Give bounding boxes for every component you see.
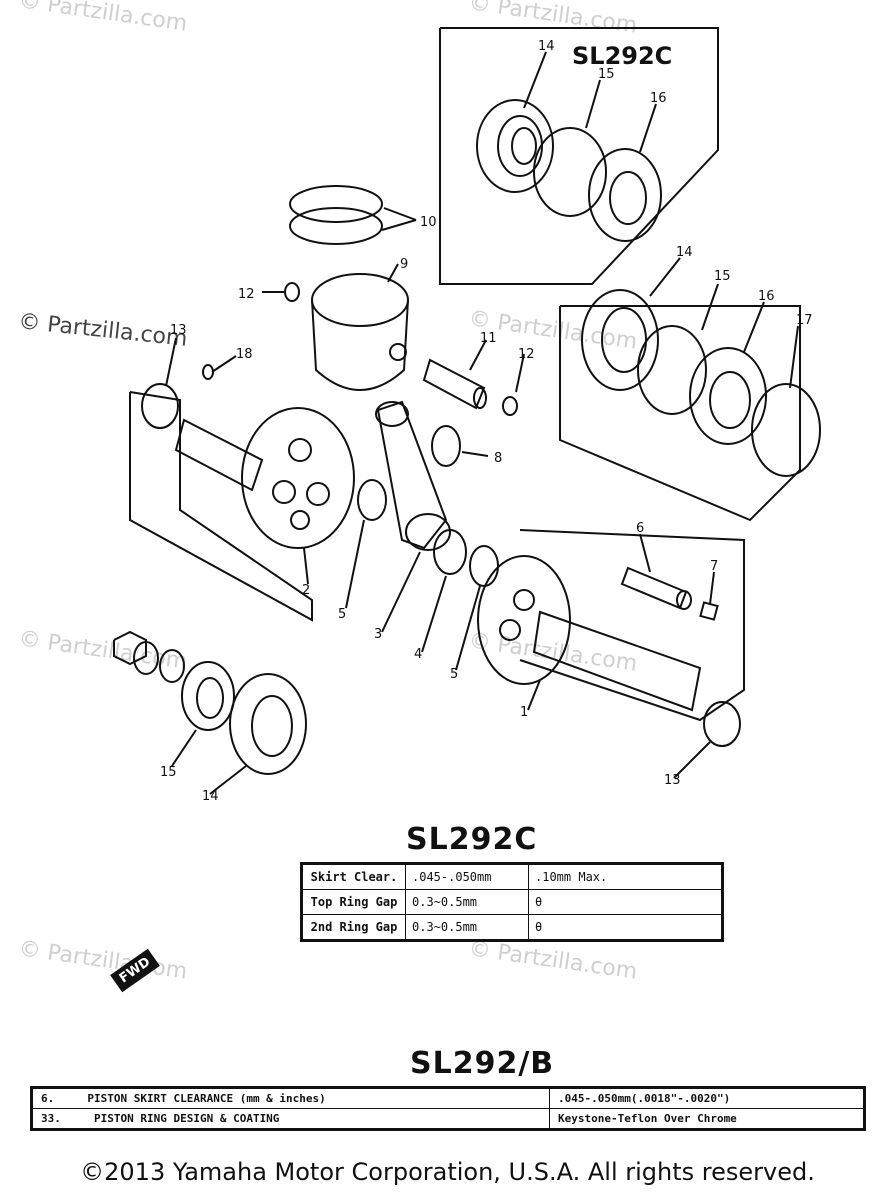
table-row: 6. PISTON SKIRT CLEARANCE (mm & inches) …: [31, 1087, 865, 1109]
spec-value: 0.3~0.5mm: [405, 914, 529, 941]
right-circlip: [637, 325, 707, 415]
big-end-bearing: [433, 529, 467, 575]
sl292c-spec-table: Skirt Clear. .045-.050mm .10mm Max. Top …: [300, 862, 724, 942]
piston-pin-clip-left: [284, 282, 300, 302]
left-crank-shaft: [174, 418, 264, 492]
right-crank-wheel: [477, 555, 571, 685]
right-bearing: [581, 289, 659, 391]
woodruff-key: [699, 601, 719, 621]
callout-9: 9: [400, 257, 408, 272]
callout-10: 10: [420, 215, 437, 230]
table-row: 33. PISTON RING DESIGN & COATING Keyston…: [31, 1108, 865, 1130]
lower-oil-seal: [181, 661, 235, 731]
spec-value: Keystone-Teflon Over Chrome: [549, 1108, 865, 1130]
callout-5: 5: [450, 667, 458, 682]
piston-ring-second: [289, 207, 383, 245]
small-end-bearing: [431, 425, 461, 467]
callout-3: 3: [374, 627, 382, 642]
inset-bearing: [476, 99, 554, 193]
left-crank-box: [129, 391, 313, 622]
callout-18: 18: [236, 347, 253, 362]
plain-washer: [159, 649, 185, 683]
spec-value: .045-.050mm(.0018"-.0020"): [549, 1087, 865, 1109]
lock-washer: [133, 641, 159, 675]
copyright-notice: ©2013 Yamaha Motor Corporation, U.S.A. A…: [80, 1158, 815, 1186]
spec-limit: θ: [528, 914, 723, 941]
spec-label: Skirt Clear.: [301, 863, 406, 890]
spec-label-text: PISTON RING DESIGN & COATING: [94, 1112, 280, 1125]
sl292b-spec-table: 6. PISTON SKIRT CLEARANCE (mm & inches) …: [30, 1086, 866, 1131]
inset-label: SL292C: [572, 42, 672, 70]
inset-box-outline: [439, 27, 719, 285]
left-shaft-shim: [141, 383, 179, 429]
spec-label: 2nd Ring Gap: [301, 914, 406, 941]
spec-value: 0.3~0.5mm: [405, 889, 529, 915]
callout-14: 14: [676, 245, 693, 260]
sl292b-title: SL292/B: [410, 1046, 555, 1081]
callout-8: 8: [494, 451, 502, 466]
callout-14: 14: [538, 39, 555, 54]
callout-14: 14: [202, 789, 219, 804]
piston-ring-top: [289, 185, 383, 223]
callout-12: 12: [238, 287, 255, 302]
callout-13: 13: [664, 773, 681, 788]
lower-bearing: [229, 673, 307, 775]
spec-number: 33.: [41, 1112, 61, 1125]
callout-16: 16: [758, 289, 775, 304]
right-bearing-box: [559, 305, 801, 522]
callout-12: 12: [518, 347, 535, 362]
spec-limit: θ: [528, 889, 723, 915]
inset-oil-seal: [588, 148, 662, 242]
callout-11: 11: [480, 331, 497, 346]
thrust-washer-right: [469, 545, 499, 587]
spec-label: Top Ring Gap: [301, 889, 406, 915]
right-large-circlip: [751, 383, 821, 477]
callout-15: 15: [598, 67, 615, 82]
table-row: Top Ring Gap 0.3~0.5mm θ: [301, 889, 723, 915]
right-crank-box: [519, 529, 745, 722]
nut: [113, 630, 147, 666]
callout-17: 17: [796, 313, 813, 328]
inset-circlip: [533, 127, 607, 217]
callout-15: 15: [714, 269, 731, 284]
connecting-rod: [376, 400, 448, 550]
callout-1: 1: [520, 705, 528, 720]
callout-16: 16: [650, 91, 667, 106]
callout-13: 13: [170, 323, 187, 338]
piston-crown: [311, 273, 409, 327]
callout-15: 15: [160, 765, 177, 780]
right-oil-seal: [689, 347, 767, 445]
piston-skirt: [311, 299, 409, 391]
callout-4: 4: [414, 647, 422, 662]
callout-2: 2: [302, 583, 310, 598]
spec-number: 6.: [41, 1092, 55, 1105]
table-row: 2nd Ring Gap 0.3~0.5mm θ: [301, 914, 723, 941]
callout-6: 6: [636, 521, 644, 536]
crank-dowel-pin: [202, 364, 214, 380]
spec-value: .045-.050mm: [405, 863, 529, 890]
sl292c-title: SL292C: [406, 822, 538, 857]
thrust-washer-left: [357, 479, 387, 521]
right-crank-shaft: [532, 610, 702, 712]
table-row: Skirt Clear. .045-.050mm .10mm Max.: [301, 863, 723, 890]
callout-5: 5: [338, 607, 346, 622]
spec-label-text: PISTON SKIRT CLEARANCE (mm & inches): [87, 1092, 326, 1105]
spec-label: 6. PISTON SKIRT CLEARANCE (mm & inches): [31, 1087, 550, 1109]
piston-pin: [422, 358, 486, 410]
callout-numbers: 14 15 16 10 9 12 14 15 16 17 13 18 11 12…: [160, 39, 813, 804]
callout-7: 7: [710, 559, 718, 574]
spec-label: 33. PISTON RING DESIGN & COATING: [31, 1108, 550, 1130]
left-crank-wheel: [241, 407, 355, 549]
spec-limit: .10mm Max.: [528, 863, 723, 890]
piston-pin-clip-right: [502, 396, 518, 416]
right-shaft-shim: [703, 701, 741, 747]
